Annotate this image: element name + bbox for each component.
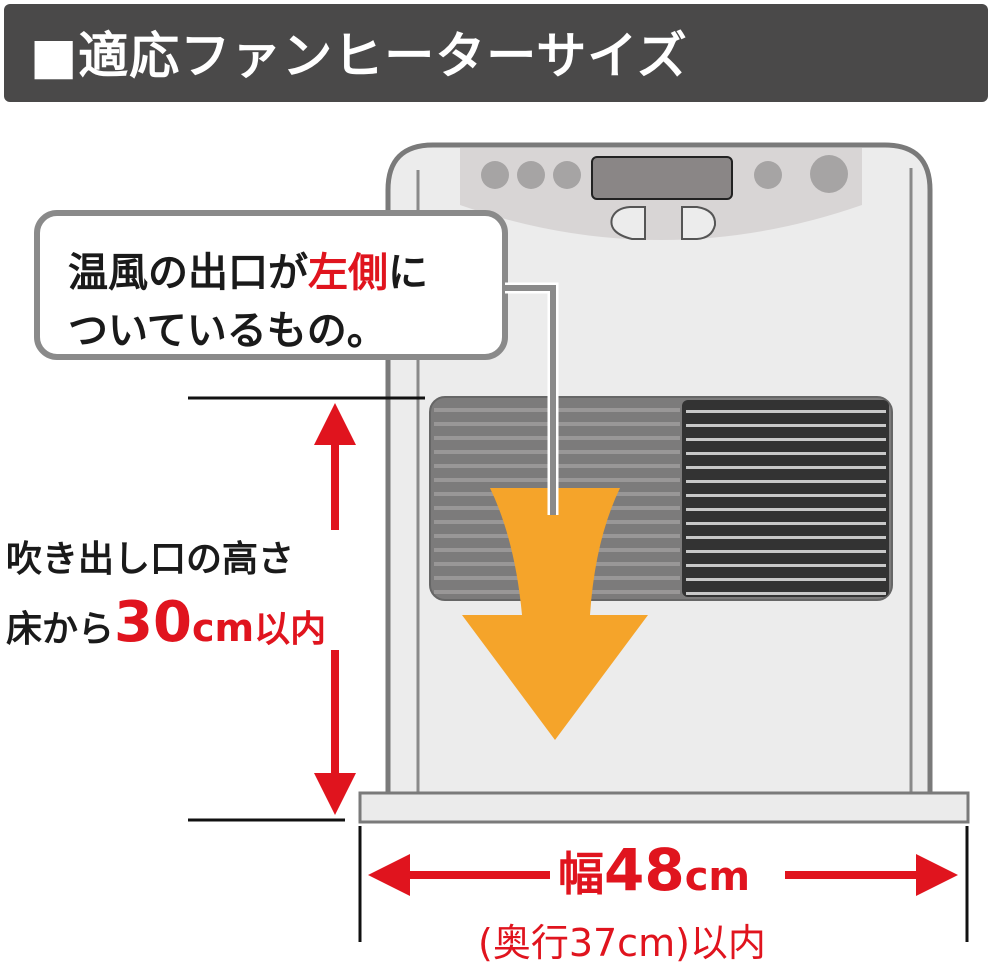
grille-right-slats: [686, 410, 886, 595]
button-icon: [754, 161, 782, 189]
height-prefix: 床から: [6, 609, 115, 650]
button-icon: [481, 161, 509, 189]
display-panel: [591, 156, 733, 200]
button-icon: [517, 161, 545, 189]
grille-slat: [686, 438, 886, 441]
callout-highlight: 左側: [308, 250, 388, 296]
grille-slat: [686, 480, 886, 483]
grille-slat: [686, 550, 886, 553]
grille-slat: [686, 564, 886, 567]
left-arrow-button: [610, 206, 646, 240]
grille-slat: [686, 578, 886, 581]
height-label-line-1: 吹き出し口の高さ: [6, 539, 295, 580]
right-arrow-button: [681, 206, 717, 240]
height-label-line-2: 床から30cm以内: [6, 590, 326, 655]
callout-line-2: ついているもの。: [68, 308, 387, 354]
height-suffix: 以内: [254, 609, 327, 650]
title-banner: [4, 4, 988, 102]
width-prefix: 幅: [558, 847, 604, 901]
width-unit: cm: [684, 854, 751, 900]
grille-slat: [686, 466, 886, 469]
width-value: 48: [604, 836, 685, 904]
callout-text: 温風の出口が: [68, 250, 308, 296]
heater-base: [358, 791, 970, 824]
button-icon: [553, 161, 581, 189]
warm-air-arrow-icon: [462, 488, 648, 740]
grille-slat: [686, 452, 886, 455]
callout-line-1: 温風の出口が左側に: [68, 240, 428, 298]
height-arrow-icon: [314, 403, 356, 815]
depth-label: (奥行37cm)以内: [478, 921, 766, 965]
height-value: 30: [114, 590, 192, 655]
grille-right: [682, 400, 889, 597]
grille-slat: [686, 522, 886, 525]
width-arrow-icon: [368, 854, 958, 896]
banner-title: ■適応ファンヒーターサイズ: [30, 27, 688, 85]
grille-slat: [686, 424, 886, 427]
grille-slat: [686, 536, 886, 539]
height-unit: cm: [191, 606, 255, 650]
width-label: 幅48cm: [558, 836, 750, 904]
grille-slat: [686, 494, 886, 497]
grille-slat: [686, 592, 886, 595]
callout-text: に: [388, 250, 428, 296]
button-icon: [810, 155, 848, 193]
grille-slat: [686, 410, 886, 413]
grille-slat: [686, 508, 886, 511]
